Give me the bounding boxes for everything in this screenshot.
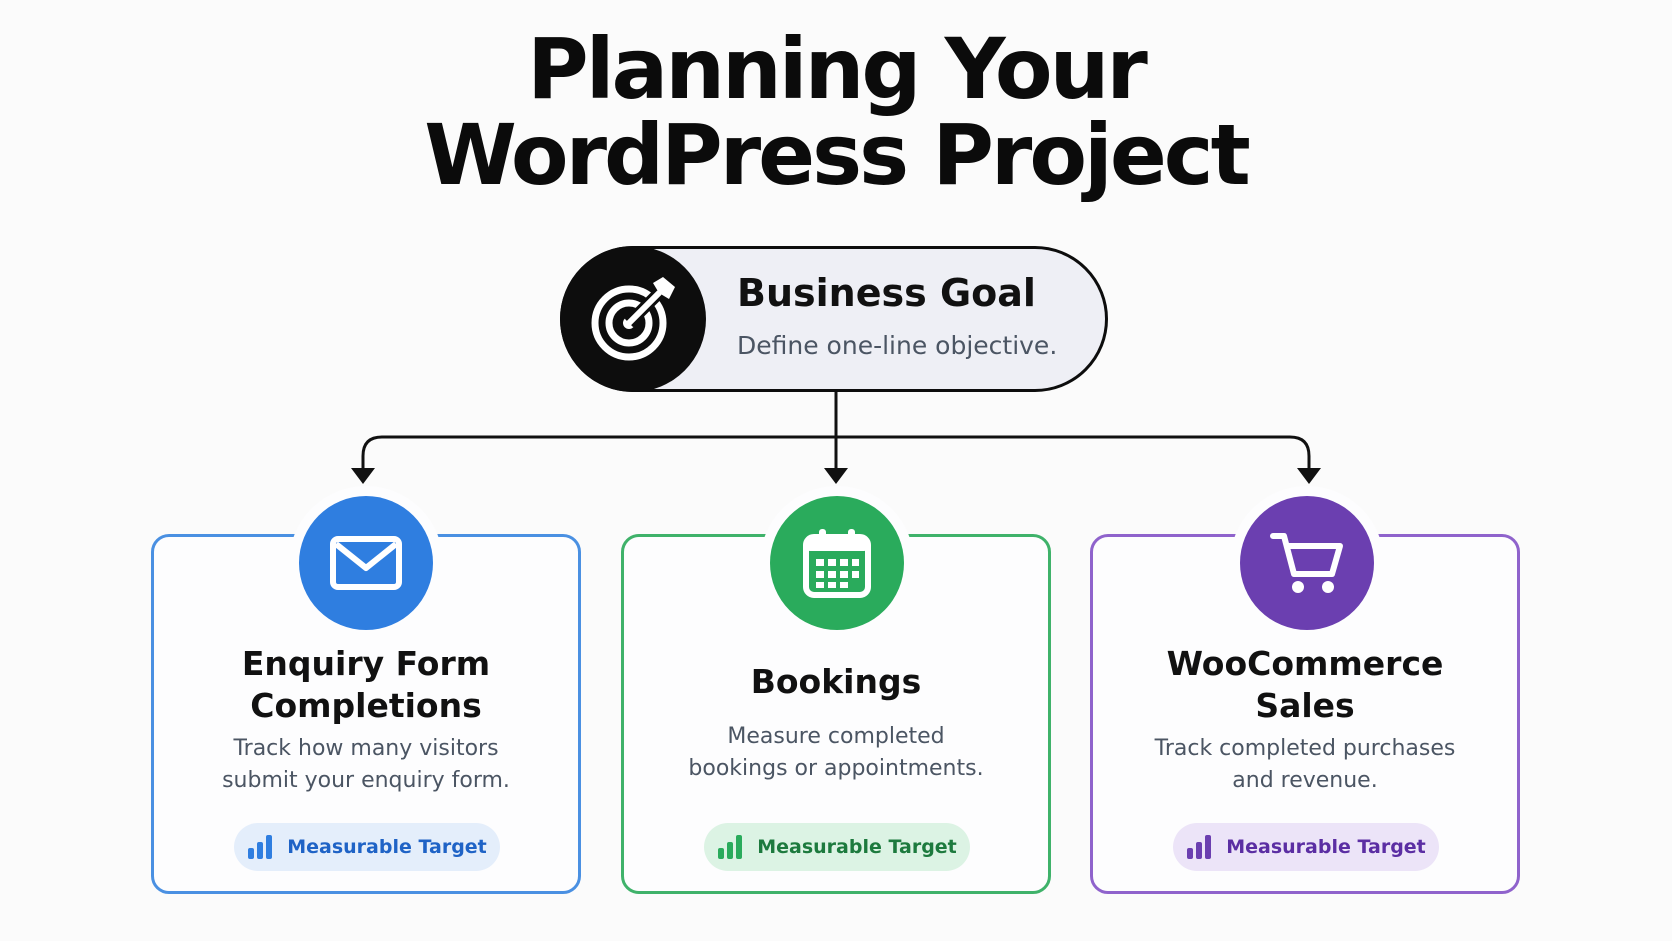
pill-label: Measurable Target — [1226, 836, 1426, 858]
card-description: Measure completed bookings or appointmen… — [624, 721, 1048, 785]
pill-label: Measurable Target — [287, 836, 487, 858]
card-title: WooCommerce Sales — [1093, 643, 1517, 727]
calendar-icon — [770, 496, 904, 630]
goal-title: Business Goal — [737, 271, 1036, 315]
card-title: Bookings — [624, 661, 1048, 703]
goal-subtitle: Define one-line objective. — [737, 331, 1058, 360]
card-title-line-1: WooCommerce — [1166, 644, 1444, 683]
card-title-line-2: Completions — [250, 686, 482, 725]
card-desc-line-1: Track completed purchases — [1154, 736, 1456, 761]
target-arrow-icon — [560, 246, 706, 392]
card-description: Track completed purchases and revenue. — [1093, 733, 1517, 797]
card-title-line-2: Sales — [1255, 686, 1355, 725]
bar-chart-icon — [718, 835, 743, 859]
arrowhead-left — [351, 468, 375, 484]
page-title: Planning Your WordPress Project — [0, 26, 1672, 198]
bar-chart-icon — [248, 835, 273, 859]
card-desc-line-2: and revenue. — [1232, 768, 1378, 793]
connector-right — [836, 435, 1311, 470]
card-desc-line-1: Track how many visitors — [233, 736, 499, 761]
card-title: Enquiry Form Completions — [154, 643, 578, 727]
measurable-target-badge: Measurable Target — [234, 823, 500, 871]
measurable-target-badge: Measurable Target — [704, 823, 970, 871]
bar-chart-icon — [1187, 835, 1212, 859]
connector-left — [361, 392, 838, 470]
title-line-2: WordPress Project — [424, 106, 1251, 204]
card-title-line-1: Bookings — [750, 662, 922, 701]
arrowhead-right — [1297, 468, 1321, 484]
business-goal-node: Business Goal Define one-line objective. — [560, 246, 1108, 392]
envelope-icon — [299, 496, 433, 630]
card-desc-line-2: bookings or appointments. — [688, 756, 984, 781]
measurable-target-badge: Measurable Target — [1173, 823, 1439, 871]
shopping-cart-icon — [1240, 496, 1374, 630]
arrowhead-center — [824, 468, 848, 484]
card-description: Track how many visitors submit your enqu… — [154, 733, 578, 797]
pill-label: Measurable Target — [757, 836, 957, 858]
title-line-1: Planning Your — [527, 20, 1148, 118]
card-title-line-1: Enquiry Form — [241, 644, 491, 683]
card-desc-line-2: submit your enquiry form. — [222, 768, 510, 793]
card-desc-line-1: Measure completed — [727, 724, 945, 749]
